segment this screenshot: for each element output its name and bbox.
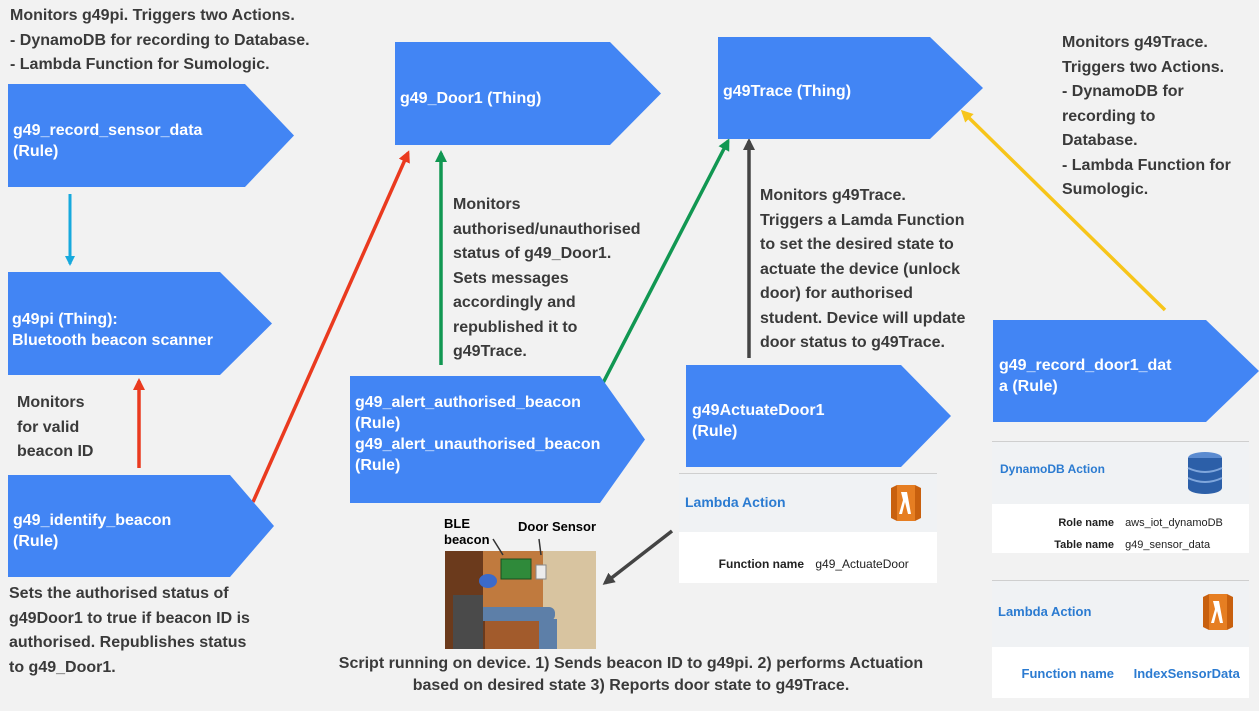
rule-actuate-door1-label: g49ActuateDoor1 (Rule) bbox=[692, 402, 825, 440]
door-photo-image bbox=[445, 538, 596, 649]
note-monitors-trace-actions: Monitors g49Trace. Triggers two Actions.… bbox=[1062, 34, 1231, 198]
function-name-label: Function name bbox=[718, 557, 804, 571]
arrow-identify-to-door1 bbox=[251, 150, 410, 503]
rule-alert-beacon-label: g49_alert_authorised_beacon (Rule) g49_a… bbox=[355, 394, 601, 474]
table-name-value: g49_sensor_data bbox=[1125, 539, 1211, 551]
dynamodb-action-title: DynamoDB Action bbox=[1000, 462, 1105, 476]
aws-lambda-icon-2 bbox=[1203, 594, 1233, 630]
rule-record-sensor-data: g49_record_sensor_data (Rule) bbox=[8, 84, 294, 187]
index-function-name-label: Function name bbox=[1021, 666, 1114, 681]
note-monitors-g49pi: Monitors g49pi. Triggers two Actions. - … bbox=[10, 7, 310, 73]
thing-trace-label: g49Trace (Thing) bbox=[723, 83, 852, 100]
thing-door1: g49_Door1 (Thing) bbox=[395, 42, 661, 145]
note-monitors-door1: Monitors authorised/unauthorised status … bbox=[453, 196, 641, 360]
rule-record-sensor-data-label: g49_record_sensor_data (Rule) bbox=[13, 122, 203, 160]
door-sensor-label: Door Sensor bbox=[518, 519, 597, 534]
aws-lambda-icon bbox=[891, 485, 921, 521]
note-valid-beacon: Monitors for valid beacon ID bbox=[17, 394, 94, 460]
dynamodb-role-row: Role name aws_iot_dynamoDB bbox=[1000, 517, 1223, 529]
thing-g49pi-label: g49pi (Thing): Bluetooth beacon scanner bbox=[12, 311, 213, 349]
lambda-index-function-row: Function name IndexSensorData bbox=[1002, 666, 1240, 681]
rule-actuate-door1: g49ActuateDoor1 (Rule) bbox=[686, 365, 951, 467]
arrow-record-door1-to-trace bbox=[960, 109, 1167, 312]
role-name-value: aws_iot_dynamoDB bbox=[1125, 517, 1223, 529]
rule-record-door1-data-label: g49_record_door1_dat a (Rule) bbox=[999, 357, 1172, 395]
dynamodb-action-panel: DynamoDB Action Role name aws_iot_dynamo… bbox=[992, 441, 1249, 553]
table-name-label: Table name bbox=[1054, 539, 1114, 551]
thing-trace: g49Trace (Thing) bbox=[718, 37, 983, 139]
arrow-alert-to-trace bbox=[601, 138, 730, 384]
note-monitors-trace: Monitors g49Trace. Triggers a Lamda Func… bbox=[760, 187, 966, 351]
function-name-value: g49_ActuateDoor bbox=[815, 557, 909, 571]
rule-record-door1-data: g49_record_door1_dat a (Rule) bbox=[993, 320, 1259, 422]
role-name-label: Role name bbox=[1058, 517, 1114, 529]
lambda-action-panel-index: Lambda Action Function name IndexSensorD… bbox=[992, 580, 1249, 698]
thing-g49pi: g49pi (Thing): Bluetooth beacon scanner bbox=[8, 272, 272, 375]
ble-beacon-label: BLE beacon bbox=[444, 516, 490, 547]
index-function-name-value: IndexSensorData bbox=[1133, 666, 1240, 681]
device-photo: BLE beacon Door Sensor bbox=[443, 515, 598, 649]
note-script-on-device: Script running on device. 1) Sends beaco… bbox=[338, 655, 924, 694]
arrow-lambda-to-device bbox=[602, 529, 674, 585]
aws-dynamodb-icon bbox=[1187, 452, 1223, 494]
dynamodb-table-row: Table name g49_sensor_data bbox=[1000, 539, 1210, 551]
rule-identify-beacon-label: g49_identify_beacon (Rule) bbox=[13, 512, 172, 550]
rule-alert-beacon: g49_alert_authorised_beacon (Rule) g49_a… bbox=[350, 376, 645, 503]
thing-door1-label: g49_Door1 (Thing) bbox=[400, 90, 542, 107]
note-sets-authorised-status: Sets the authorised status of g49Door1 t… bbox=[9, 585, 250, 676]
rule-identify-beacon: g49_identify_beacon (Rule) bbox=[8, 475, 274, 577]
lambda-action-title: Lambda Action bbox=[685, 494, 786, 510]
lambda-index-title: Lambda Action bbox=[998, 604, 1092, 619]
lambda-action-panel-actuate: Lambda Action Function name g49_ActuateD… bbox=[679, 473, 937, 583]
lambda-function-row: Function name g49_ActuateDoor bbox=[689, 557, 909, 571]
